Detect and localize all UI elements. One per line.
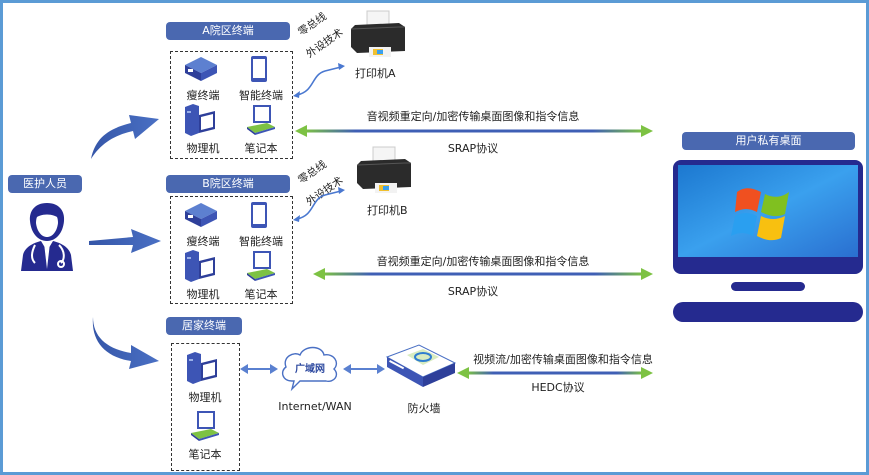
cloud-label: 广域网 <box>295 364 325 375</box>
protocol-label: SRAP协议 <box>447 142 499 155</box>
laptop-icon <box>247 251 275 281</box>
zone-a-title: A院区终端 <box>166 22 290 40</box>
thin-client-icon <box>185 203 217 227</box>
doctor-icon <box>21 203 73 271</box>
desktop-pc-icon <box>187 352 217 384</box>
home-to-wan-arrow <box>240 364 278 374</box>
laptop-icon <box>247 105 275 135</box>
printer-icon <box>356 146 411 193</box>
tablet-icon <box>251 202 267 228</box>
actor-label: 医护人员 <box>8 175 82 193</box>
desktop-pc-icon <box>185 250 215 282</box>
arrow-to-zone-a <box>91 115 159 159</box>
monitor-icon <box>673 160 863 322</box>
bidirectional-link-arrow[interactable] <box>313 268 653 280</box>
wan-to-firewall-arrow <box>343 364 385 374</box>
cloud-icon <box>281 346 338 392</box>
arrow-to-zone-b <box>89 229 161 253</box>
device-label: 笔记本 <box>244 142 278 155</box>
link-description: 视频流/加密传输桌面图像和指令信息 <box>473 353 653 366</box>
bidirectional-link-arrow[interactable] <box>457 367 653 379</box>
device-label: 物理机 <box>188 391 222 404</box>
link-description: 音视频重定向/加密传输桌面图像和指令信息 <box>366 110 580 123</box>
device-label: 智能终端 <box>239 89 283 102</box>
zone-home-device-group <box>171 343 240 471</box>
device-label: 笔记本 <box>188 448 222 461</box>
protocol-label: HEDC协议 <box>531 381 585 394</box>
peripheral-link-arrow <box>293 63 345 98</box>
printer-icon <box>350 10 405 57</box>
desktop-title: 用户私有桌面 <box>682 132 855 150</box>
windows-logo-icon <box>731 188 789 241</box>
printer-label: 打印机B <box>367 204 408 217</box>
tablet-icon <box>251 56 267 82</box>
zone-home-title: 居家终端 <box>166 317 242 335</box>
zone-a-device-group <box>170 51 293 159</box>
desktop-pc-icon <box>185 104 215 136</box>
bidirectional-link-arrow[interactable] <box>295 125 653 137</box>
arrow-to-zone-home <box>92 317 159 369</box>
firewall-icon <box>385 344 457 387</box>
printer-label: 打印机A <box>355 67 396 80</box>
peripheral-link-arrow <box>293 187 345 222</box>
protocol-label: SRAP协议 <box>447 285 499 298</box>
device-label: 笔记本 <box>244 288 278 301</box>
firewall-label: 防火墙 <box>407 402 441 415</box>
link-description: 音视频重定向/加密传输桌面图像和指令信息 <box>376 255 590 268</box>
zone-b-title: B院区终端 <box>166 175 290 193</box>
device-label: 物理机 <box>186 142 220 155</box>
device-label: 瘦终端 <box>186 235 220 248</box>
zone-b-device-group <box>170 196 293 304</box>
device-label: 瘦终端 <box>186 89 220 102</box>
thin-client-icon <box>185 57 217 81</box>
wan-caption: Internet/WAN <box>278 400 352 413</box>
laptop-icon <box>191 411 219 441</box>
device-label: 物理机 <box>186 288 220 301</box>
device-label: 智能终端 <box>239 235 283 248</box>
